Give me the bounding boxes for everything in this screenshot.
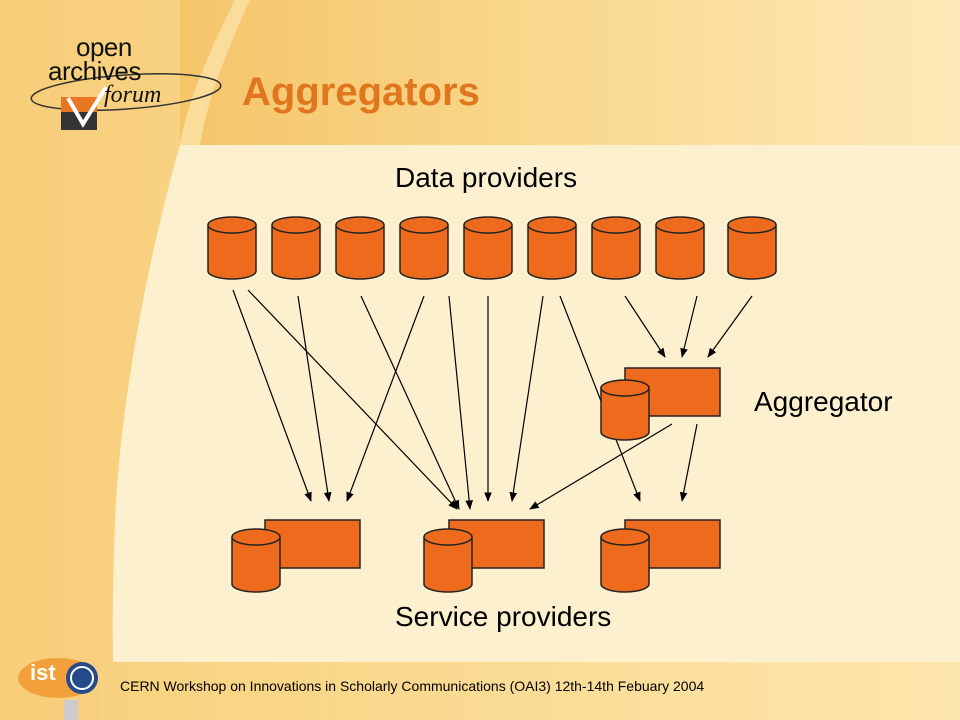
flow-arrow (559, 295, 641, 502)
flow-arrow (232, 289, 312, 502)
footer-band (100, 662, 960, 720)
flow-arrow (360, 295, 460, 510)
flow-arrow (529, 423, 673, 510)
service-provider-node-1 (231, 519, 361, 593)
flow-arrow (707, 295, 753, 358)
service-providers-label: Service providers (395, 601, 612, 632)
flow-arrow (679, 423, 698, 502)
data-providers-group (207, 216, 777, 280)
data-provider-cylinder (527, 216, 577, 280)
flow-arrow (509, 295, 544, 502)
flow-arrow (680, 295, 698, 358)
data-provider-cylinder (463, 216, 513, 280)
flow-arrow (448, 295, 473, 510)
ist-logo-text: ist (30, 660, 56, 685)
data-provider-cylinder (335, 216, 385, 280)
arrows-group (232, 289, 753, 510)
data-provider-cylinder (399, 216, 449, 280)
data-provider-cylinder (655, 216, 705, 280)
header-band (180, 0, 960, 145)
data-provider-cylinder (727, 216, 777, 280)
flow-arrow (346, 295, 425, 502)
logo-swoosh-icon (30, 73, 222, 130)
flow-arrow (624, 295, 666, 358)
footer-text: CERN Workshop on Innovations in Scholarl… (120, 678, 705, 694)
service-provider-node-2 (423, 519, 545, 593)
data-providers-label: Data providers (395, 162, 578, 193)
data-provider-cylinder (207, 216, 257, 280)
aggregator-node (600, 367, 721, 441)
data-provider-cylinder (591, 216, 641, 280)
flow-arrow (247, 289, 458, 510)
flow-arrow (297, 295, 332, 502)
ist-logo-icon (18, 658, 98, 720)
slide-title: Aggregators (242, 70, 480, 114)
logo-text-archives: archives (48, 56, 141, 86)
service-provider-node-3 (600, 519, 721, 593)
data-provider-cylinder (271, 216, 321, 280)
aggregator-label: Aggregator (754, 386, 893, 417)
logo-text-forum: forum (104, 82, 162, 108)
logo-text-open: open (76, 32, 132, 62)
